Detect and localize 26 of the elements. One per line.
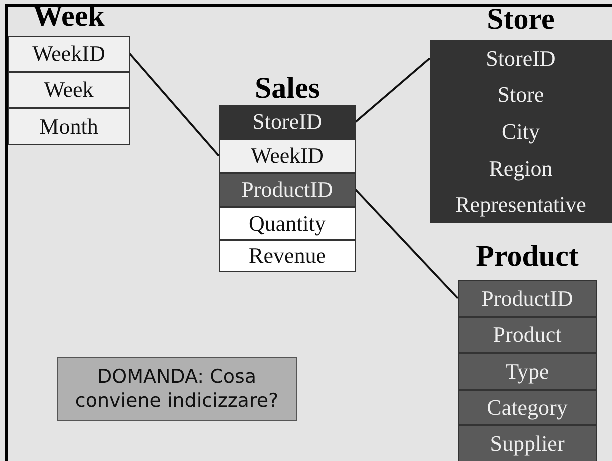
table-title: Week (32, 0, 106, 34)
table-field: City (430, 113, 612, 150)
table-field: ProductID (219, 173, 356, 207)
table-field: Month (8, 108, 130, 145)
table-field: Region (430, 150, 612, 187)
table-title: Sales (254, 72, 321, 106)
table-field: Store (430, 77, 612, 113)
table-field: WeekID (8, 36, 130, 72)
table-field: StoreID (430, 40, 612, 77)
table-title: Product (475, 240, 580, 274)
table-title: Store (486, 3, 556, 37)
table-field: StoreID (219, 105, 356, 139)
table-field: ProductID (458, 280, 597, 317)
connector-line (129, 53, 220, 157)
table-field: Representative (430, 187, 612, 223)
table-field: Quantity (219, 207, 356, 240)
table-field: Week (8, 72, 130, 108)
table-field: Type (458, 353, 597, 390)
table-field: Revenue (219, 240, 356, 272)
table-field: Supplier (458, 425, 597, 461)
connector-line (355, 58, 431, 123)
connector-line (355, 189, 459, 300)
note-box: DOMANDA: Cosa conviene indicizzare? (57, 357, 297, 421)
table-field: WeekID (219, 139, 356, 173)
table-field: Product (458, 317, 597, 353)
table-field: Category (458, 390, 597, 425)
